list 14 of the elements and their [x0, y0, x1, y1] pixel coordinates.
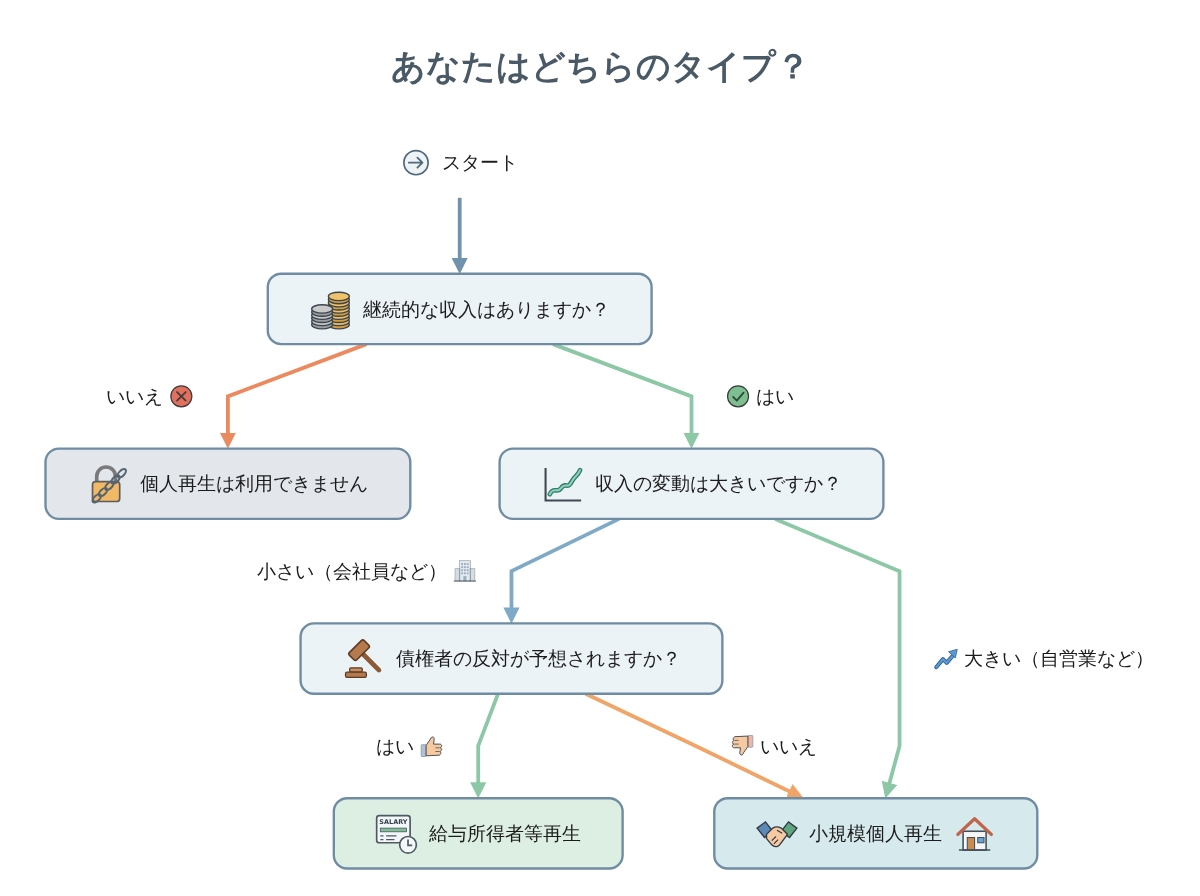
node-box: 小規模個人再生	[713, 797, 1039, 870]
node-box: 継続的な収入はありますか？	[266, 272, 653, 346]
diagram-title: あなたはどちらのタイプ？	[390, 46, 810, 87]
edge-label: 大きい（自営業など）	[964, 647, 1155, 670]
edge-label: はい	[756, 384, 795, 408]
node-label: スタート	[441, 151, 518, 175]
arrow	[470, 693, 501, 799]
edge-label: 小さい（会社員など）	[257, 559, 448, 583]
edge-label: はい	[375, 734, 414, 758]
node-box: 債権者の反対が予想されますか？	[299, 622, 724, 695]
edge-label: いいえ	[760, 734, 818, 758]
edge-label: いいえ	[106, 384, 164, 408]
node-box: 個人再生は利用できません	[44, 447, 412, 521]
node-box: 収入の変動は大きいですか？	[498, 447, 885, 521]
